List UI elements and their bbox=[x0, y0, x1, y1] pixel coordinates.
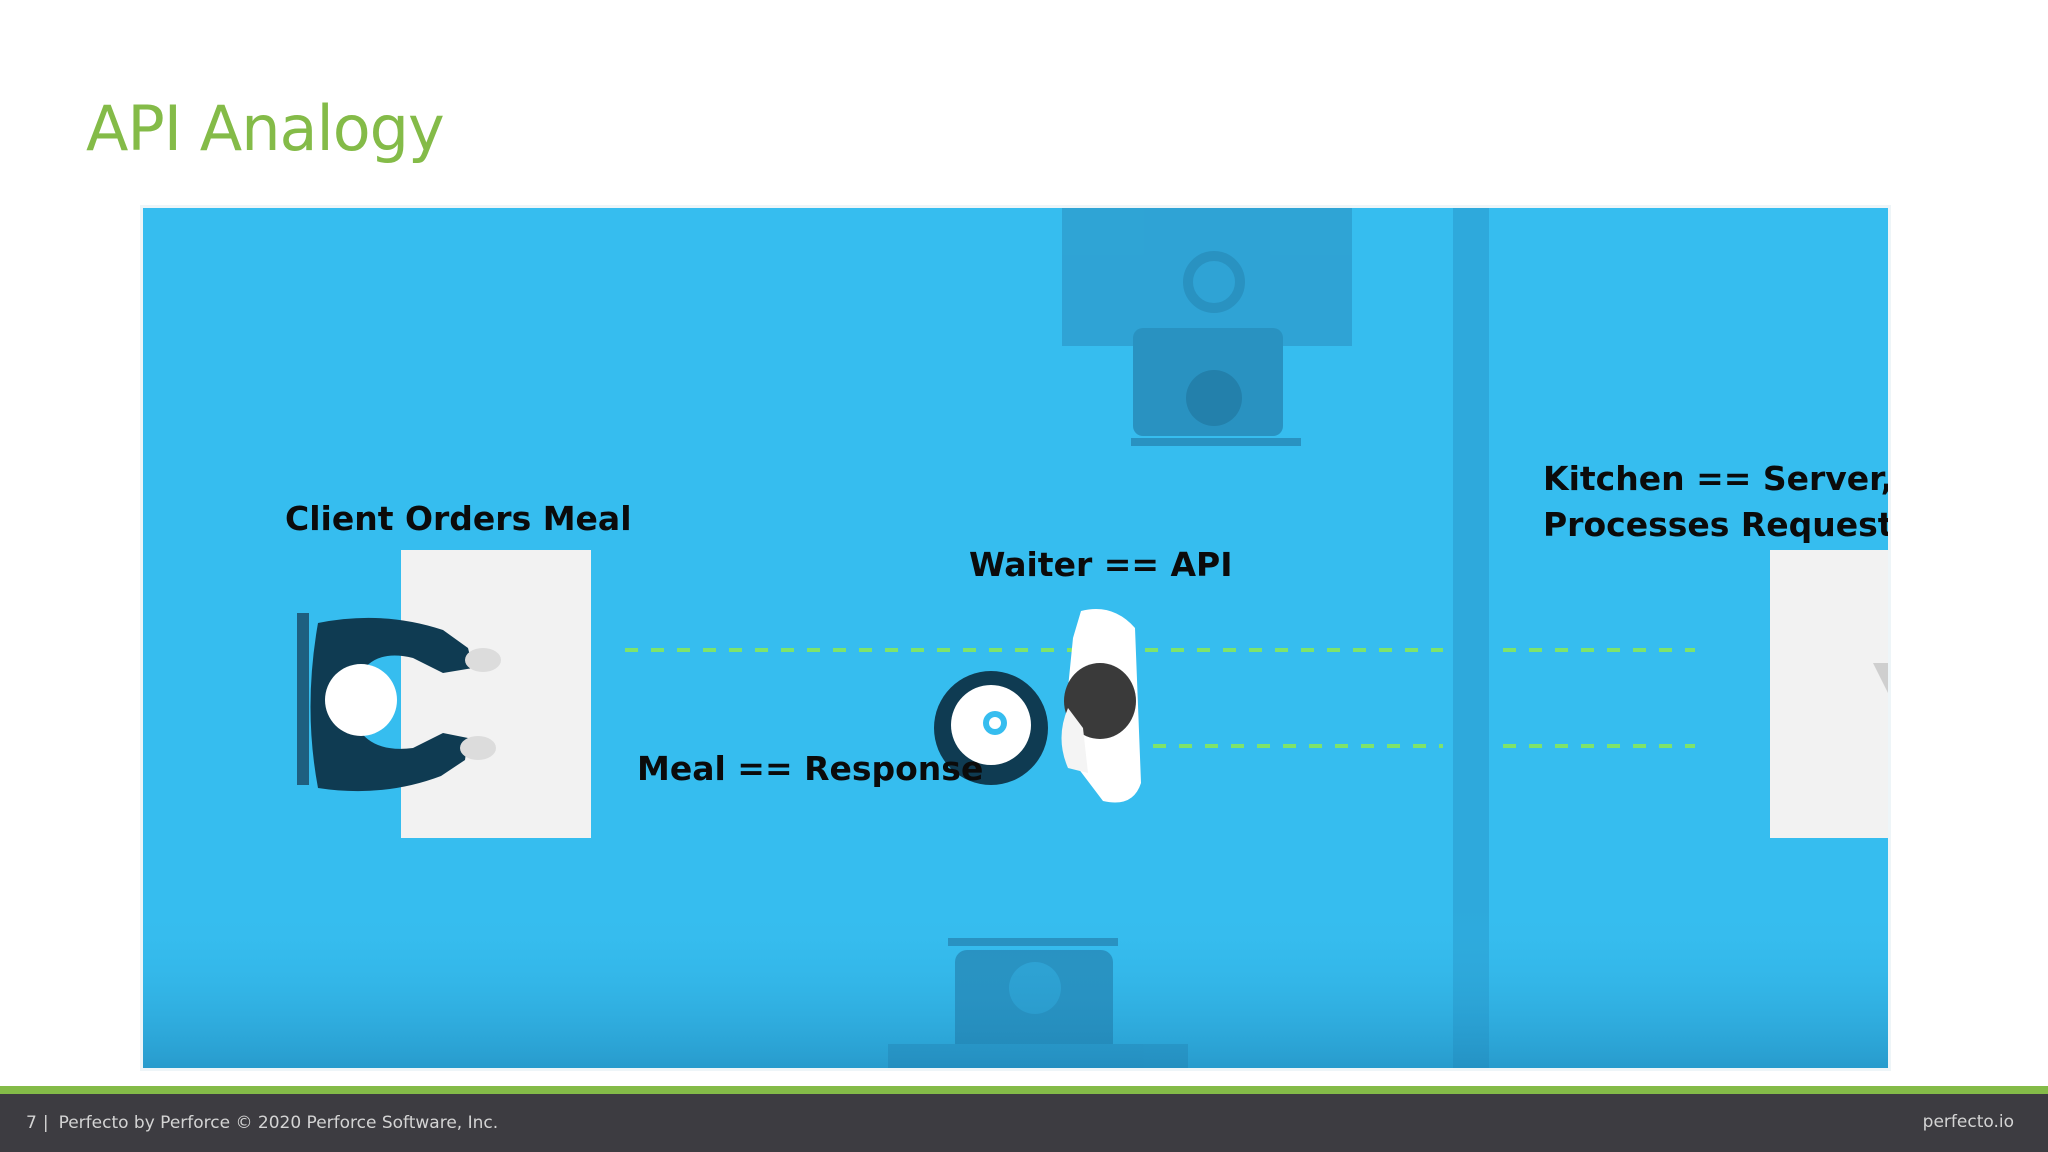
waiter-icon bbox=[1061, 609, 1141, 803]
floor-shadow bbox=[143, 908, 1888, 1068]
copyright-text: Perfecto by Perforce © 2020 Perforce Sof… bbox=[58, 1113, 499, 1133]
background-table-top bbox=[1062, 208, 1352, 446]
kitchen-label: Kitchen == Server, Processes Requests bbox=[1543, 456, 1888, 548]
footer-separator: | bbox=[42, 1113, 49, 1133]
kitchen-item bbox=[1873, 663, 1888, 693]
client-label: Client Orders Meal bbox=[285, 499, 632, 538]
kitchen-counter bbox=[1770, 550, 1888, 838]
slide-title: API Analogy bbox=[86, 92, 445, 165]
footer-left: 7| Perfecto by Perforce © 2020 Perforce S… bbox=[26, 1112, 498, 1134]
meal-label: Meal == Response bbox=[637, 749, 984, 788]
site-link[interactable]: perfecto.io bbox=[1922, 1112, 2014, 1132]
waiter-label: Waiter == API bbox=[969, 545, 1233, 584]
api-analogy-illustration: Client Orders Meal Waiter == API Meal ==… bbox=[143, 208, 1888, 1068]
diner-icon bbox=[297, 613, 501, 792]
footer: 7| Perfecto by Perforce © 2020 Perforce S… bbox=[0, 1094, 2048, 1152]
footer-accent-stripe bbox=[0, 1086, 2048, 1094]
kitchen-label-line2: Processes Requests bbox=[1543, 505, 1888, 544]
plate-icon bbox=[934, 671, 1048, 785]
table-icon bbox=[401, 550, 591, 838]
kitchen-label-line1: Kitchen == Server, bbox=[1543, 459, 1888, 498]
restaurant-scene bbox=[143, 208, 1888, 1068]
page-number: 7 bbox=[26, 1113, 37, 1133]
